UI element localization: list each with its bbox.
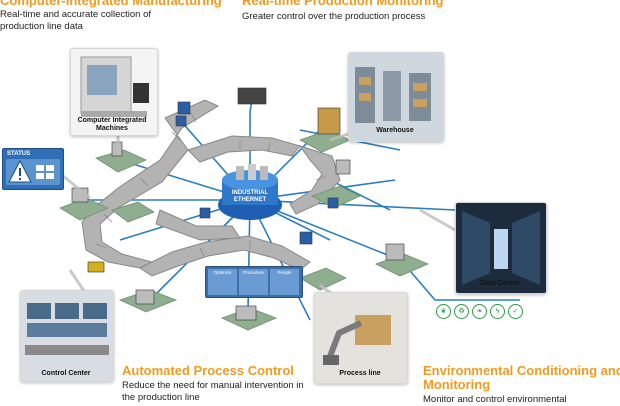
cim-machines-caption: Computer Integrated Machines (77, 117, 147, 132)
server-room-icon (456, 203, 546, 293)
rpm-heading: Real-time Production Monitoring (242, 0, 444, 8)
monitor-label-optimize: Optimize (213, 270, 232, 275)
control-center-caption: Control Center (41, 370, 91, 377)
cim-heading: Computer-Integrated Manufacturing (0, 0, 222, 8)
process-monitor-panel: Optimize Procedure People (205, 266, 303, 298)
control-center-photo (20, 290, 114, 382)
warehouse-photo (348, 52, 444, 142)
leaf-icon: ❦ (436, 304, 451, 319)
conveyor-rollers (95, 111, 327, 257)
apc-heading: Automated Process Control (122, 363, 294, 378)
process-line-caption: Process line (339, 370, 381, 377)
check-icon: ✓ (508, 304, 523, 319)
cnc-machine-icon (80, 56, 149, 117)
cim-description: Real-time and accurate collection of pro… (0, 9, 152, 32)
recycle-icon: ♻ (454, 304, 469, 319)
ecm-heading-line2: Monitoring (423, 377, 491, 392)
control-room-icon (21, 291, 113, 381)
robot-arm-icon (315, 293, 407, 383)
data-center-caption: Data Center (480, 280, 520, 287)
data-center-photo (455, 202, 547, 294)
process-line-photo (314, 292, 408, 384)
ecm-description: Monitor and control environmental (423, 394, 567, 405)
status-title: STATUS (7, 151, 31, 157)
apc-description: Reduce the need for manual intervention … (122, 380, 304, 403)
lightning-icon: ϟ (490, 304, 505, 319)
status-panel: STATUS (2, 148, 64, 190)
ecm-heading-line1: Environmental Conditioning and (423, 363, 620, 378)
ecm-heading: Environmental Conditioning and Monitorin… (423, 364, 620, 392)
warehouse-caption: Warehouse (376, 127, 414, 134)
industrial-ethernet-hub (218, 164, 282, 220)
hub-label-line2: ETHERNET (233, 197, 267, 203)
cim-machines-photo (70, 48, 158, 136)
warning-icon (8, 159, 54, 183)
equipment (71, 87, 405, 321)
hub-label: INDUSTRIAL ETHERNET (225, 190, 275, 204)
rpm-description: Greater control over the production proc… (242, 11, 426, 22)
monitor-label-people: People (277, 270, 292, 275)
monitor-label-procedure: Procedure (243, 270, 264, 275)
leaf-icon: ❧ (472, 304, 487, 319)
hub-label-line1: INDUSTRIAL (231, 190, 269, 196)
warehouse-icon (349, 53, 443, 141)
